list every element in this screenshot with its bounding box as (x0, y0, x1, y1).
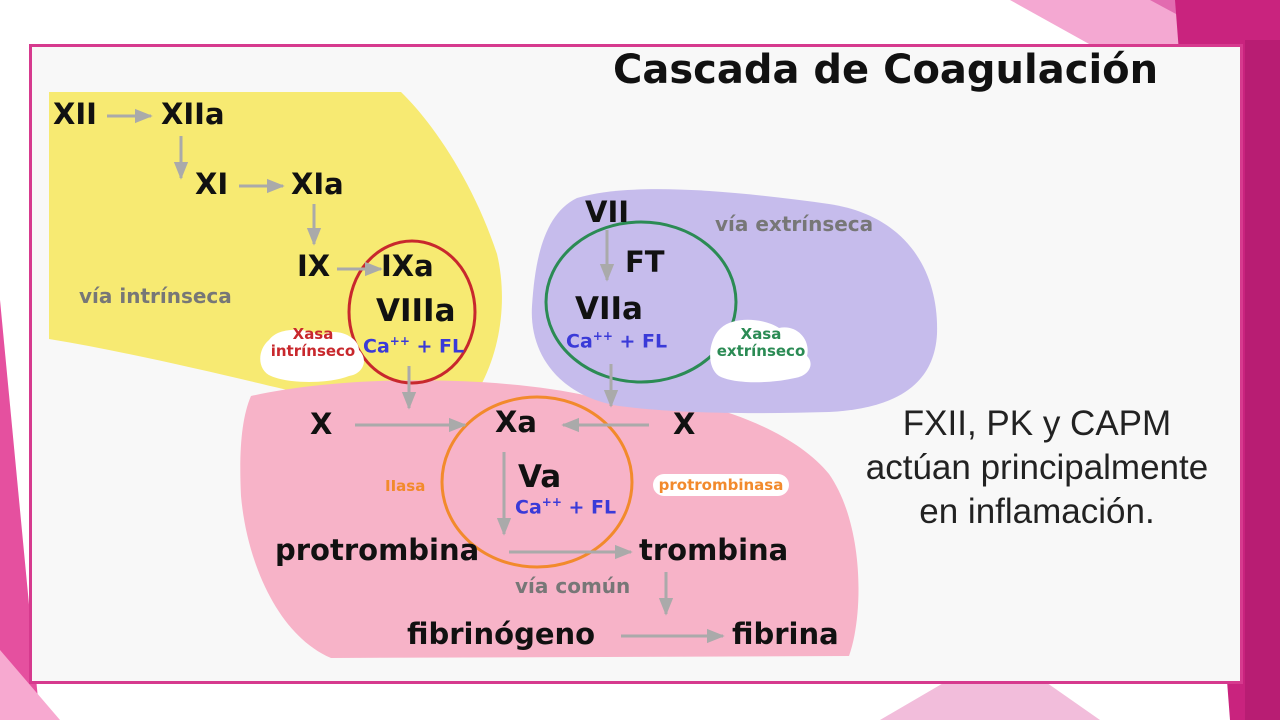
intrinsic-region (49, 92, 502, 415)
extrinsic-region (531, 189, 938, 414)
factor-xia: XIa (291, 167, 344, 201)
factor-ixa: IXa (381, 249, 434, 283)
factor-xi: XI (195, 167, 229, 201)
protrombina: protrombina (275, 533, 480, 567)
tenase-extrinsic-circle (544, 220, 738, 384)
fibrina: fibrina (732, 617, 839, 651)
xasa-intrinseca-label: Xasa intrínseco (270, 325, 356, 360)
tenase-intrinsic-circle (347, 239, 477, 385)
page-title: Cascada de Coagulación (613, 47, 1159, 93)
intrinsic-pathway-label: vía intrínseca (79, 284, 232, 308)
factor-ft: FT (625, 245, 665, 279)
note-line-3: en inflamación. (919, 491, 1155, 531)
xasa-intrinseca-cloud (260, 329, 364, 382)
cofactor-extrinsic: Ca++ + FL (566, 329, 668, 353)
common-region (240, 380, 859, 658)
factor-va: Va (518, 459, 562, 495)
trombina: trombina (639, 533, 789, 567)
factor-xii: XII (53, 97, 97, 131)
xasa-extrinseca-label: Xasa extrínseco (716, 325, 806, 360)
coagulation-diagram: Cascada de Coagulación vía intrínseca ví… (29, 44, 1243, 684)
factor-x-right: X (673, 407, 696, 441)
factor-vii: VII (585, 195, 630, 229)
iiasa-label: IIasa (385, 477, 426, 495)
xasa-extrinseca-cloud (710, 319, 811, 383)
factor-ix: IX (297, 249, 331, 283)
factor-xiia: XIIa (161, 97, 225, 131)
fibrinogeno: fibrinógeno (407, 617, 596, 651)
protrombinasa-label: protrombinasa (653, 474, 789, 496)
prothrombinase-circle (440, 395, 634, 569)
inflammation-note: FXII, PK y CAPM actúan principalmente en… (835, 402, 1239, 533)
factor-viiia: VIIIa (376, 293, 456, 329)
diagram-shapes (49, 92, 938, 658)
factor-x-left: X (310, 407, 333, 441)
note-line-1: FXII, PK y CAPM (902, 404, 1172, 443)
cofactor-intrinsic: Ca++ + FL (363, 334, 465, 358)
note-line-2: actúan principalmente (865, 447, 1209, 487)
extrinsic-pathway-label: vía extrínseca (715, 212, 874, 236)
cofactor-common: Ca++ + FL (515, 495, 617, 519)
common-pathway-label: vía común (515, 574, 631, 598)
factor-viia: VIIa (575, 291, 643, 327)
factor-xa: Xa (495, 405, 537, 439)
